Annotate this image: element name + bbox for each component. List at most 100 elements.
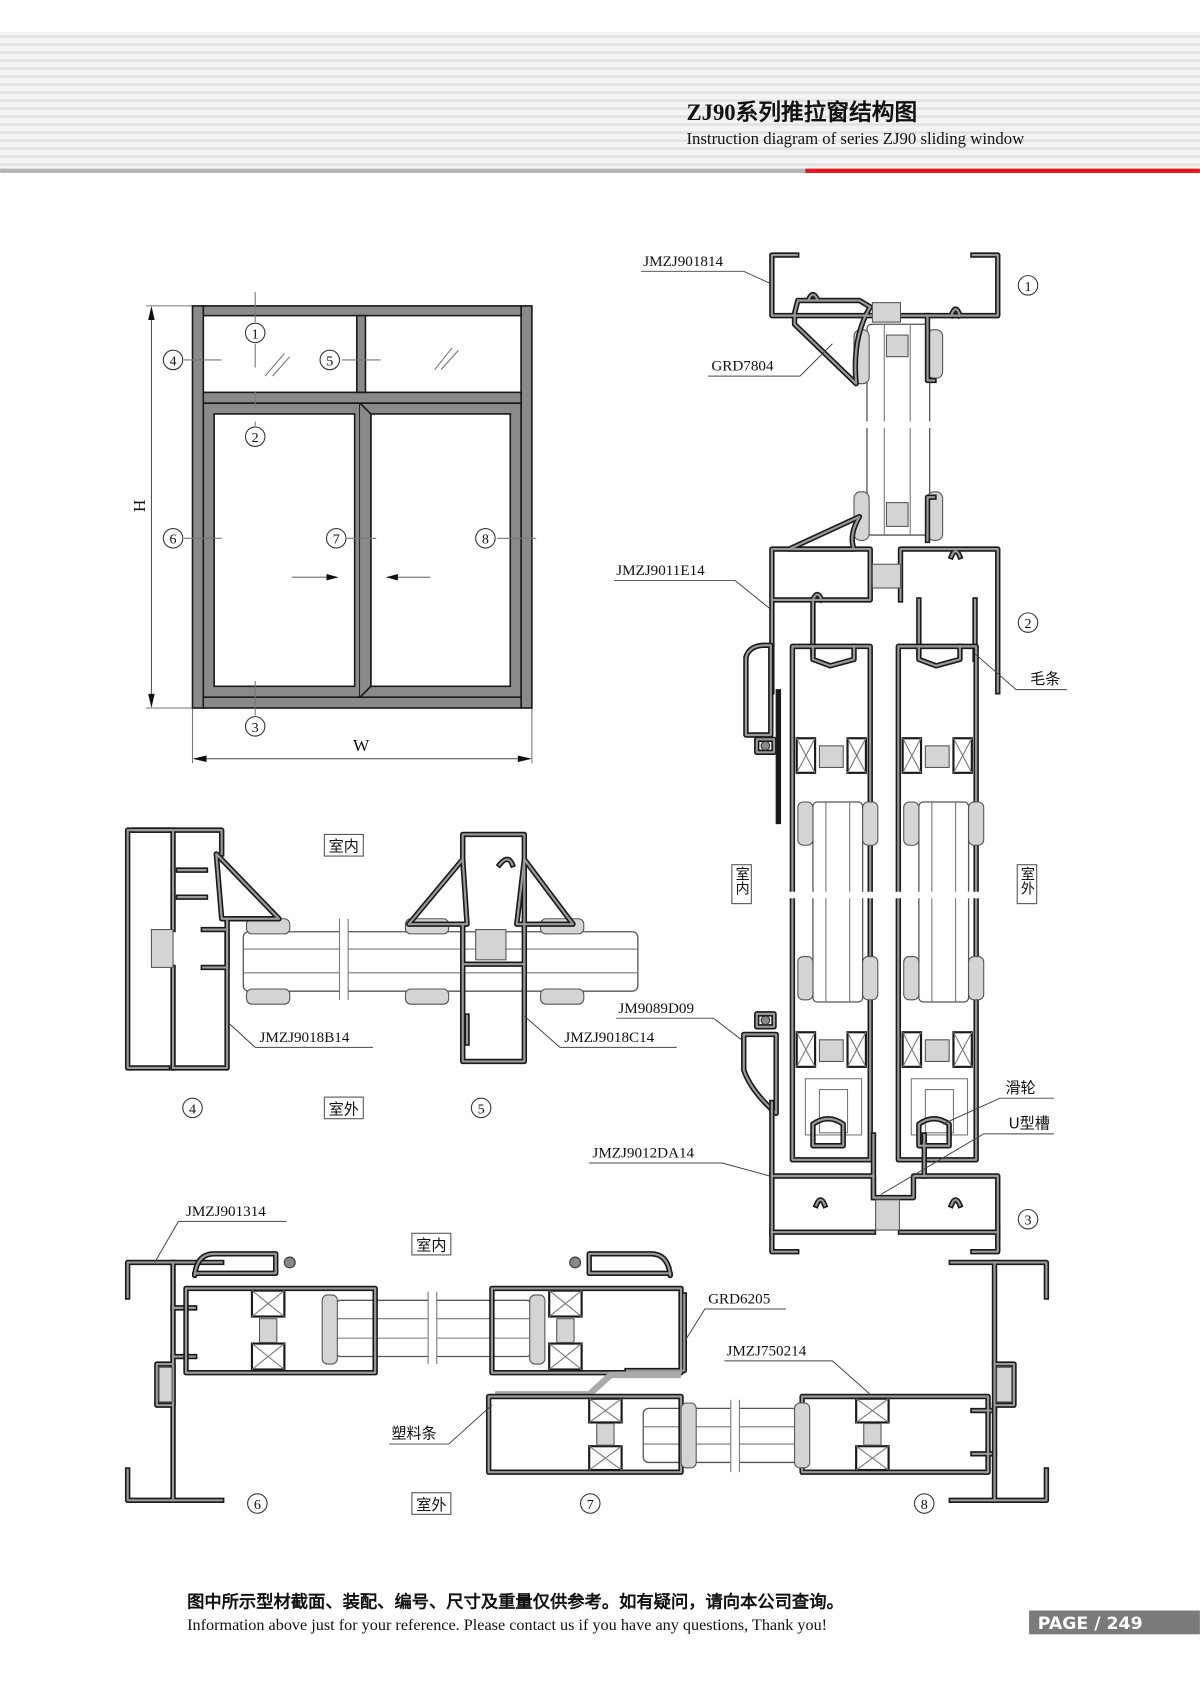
svg-text:8: 8 [921, 1497, 928, 1513]
glass-pane [242, 931, 639, 992]
callout-pulley: 滑轮 [942, 1079, 1054, 1125]
elevation-number-2: 2 [244, 426, 266, 447]
svg-text:GRD7804: GRD7804 [711, 359, 774, 375]
left-sash [202, 402, 361, 698]
section-number-6: 6 [247, 1493, 268, 1514]
svg-text:JMZJ9018C14: JMZJ9018C14 [564, 1030, 654, 1046]
svg-text:JMZJ9018B14: JMZJ9018B14 [260, 1030, 350, 1046]
indoor-label-vertical: 室内 [731, 864, 752, 905]
svg-text:2: 2 [1025, 616, 1032, 632]
callout-jmzj750214: JMZJ750214 [724, 1343, 871, 1395]
page-number-badge [1029, 1610, 1200, 1635]
frame-profile-6 [124, 1259, 225, 1503]
frame-profile-8 [948, 1259, 1050, 1503]
frame-profile-4 [124, 827, 282, 1071]
outdoor-label-bottom: 室外 [411, 1492, 452, 1515]
svg-text:室内: 室内 [416, 1237, 446, 1255]
elevation-number-5: 5 [319, 349, 341, 371]
right-sash-profile [895, 643, 979, 1163]
header-rule-gray [0, 168, 806, 173]
svg-text:JMZJ901314: JMZJ901314 [186, 1204, 266, 1220]
svg-text:2: 2 [252, 430, 259, 446]
indoor-label-bottom: 室内 [411, 1232, 452, 1256]
sash-profile-7-interior [489, 1251, 688, 1376]
left-sash-profile [789, 643, 873, 1163]
callout-u-channel: U型槽 [880, 1114, 1054, 1195]
elevation-number-1: 1 [244, 322, 266, 344]
svg-text:1: 1 [252, 326, 259, 342]
frame-left [191, 305, 205, 709]
callout-jmzj901314: JMZJ901314 [154, 1204, 287, 1263]
svg-text:室外: 室外 [329, 1100, 359, 1118]
svg-text:1: 1 [1025, 279, 1032, 295]
indoor-label-mid: 室内 [323, 833, 364, 857]
glass-hatch-icon [264, 347, 459, 377]
horizontal-section-4-5 [124, 827, 639, 1071]
arrow-down-icon [148, 693, 155, 708]
frame-bottom-profile [769, 1099, 1001, 1255]
svg-text:毛条: 毛条 [1030, 670, 1060, 688]
svg-text:滑轮: 滑轮 [1005, 1079, 1035, 1097]
sash-profile-6-interior [183, 1251, 378, 1376]
header-stripe-background [0, 32, 1200, 172]
svg-text:3: 3 [1025, 1213, 1032, 1229]
svg-text:JMZJ9012DA14: JMZJ9012DA14 [592, 1146, 694, 1162]
svg-text:GRD6205: GRD6205 [708, 1292, 770, 1308]
section-number-2: 2 [1017, 612, 1039, 633]
right-sash [359, 402, 522, 698]
mullion-profile-5 [405, 831, 576, 1065]
callout-grd6205: GRD6205 [684, 1292, 786, 1341]
svg-text:5: 5 [326, 353, 333, 369]
callout-jmzj9018b14: JMZJ9018B14 [228, 1023, 374, 1048]
arrow-left-icon [192, 755, 207, 763]
frame-bottom [202, 696, 522, 709]
frame-top [202, 305, 522, 317]
interlock-handle-upper [743, 642, 777, 756]
svg-text:室外: 室外 [416, 1496, 446, 1514]
elevation-number-4: 4 [162, 349, 184, 371]
page-title-en: Instruction diagram of series ZJ90 slidi… [686, 129, 1025, 148]
sash-profile-8 [799, 1393, 998, 1475]
interlock-handle-lower [741, 1011, 779, 1117]
indoor-vertical-text: 室内 [734, 866, 750, 896]
arrow-right-icon [517, 755, 532, 763]
arrow-up-icon [148, 305, 155, 320]
svg-text:室内: 室内 [329, 838, 359, 856]
svg-text:JMZJ750214: JMZJ750214 [726, 1343, 806, 1359]
footer-note-cn: 图中所示型材截面、装配、编号、尺寸及重量仅供参考。如有疑问，请向本公司查询。 [187, 1591, 844, 1612]
callout-jm9089d09: JM9089D09 [616, 1001, 742, 1041]
footer-note-en: Information above just for your referenc… [187, 1616, 827, 1634]
transom [202, 391, 522, 404]
elevation-number-3: 3 [244, 716, 266, 737]
svg-text:8: 8 [482, 532, 489, 548]
svg-text:JMZJ901814: JMZJ901814 [643, 254, 723, 270]
svg-text:4: 4 [189, 1101, 196, 1117]
section-number-3: 3 [1017, 1208, 1039, 1230]
callout-jmzj9018c14: JMZJ9018C14 [524, 1015, 677, 1048]
callout-jmzj901814: JMZJ901814 [641, 254, 770, 284]
plastic-strip [495, 1371, 682, 1398]
elevation-number-8: 8 [475, 528, 496, 549]
page-title-cn: ZJ90系列推拉窗结构图 [686, 99, 917, 125]
section-number-1: 1 [1017, 275, 1039, 296]
svg-text:4: 4 [170, 353, 177, 369]
svg-text:塑料条: 塑料条 [391, 1425, 436, 1443]
slide-right-arrow-icon [326, 573, 339, 581]
section-number-4: 4 [182, 1097, 203, 1119]
pulley-icon [804, 1078, 969, 1136]
callout-plastic-strip: 塑料条 [389, 1404, 493, 1445]
header-rule-red [805, 168, 1200, 173]
svg-text:U型槽: U型槽 [1009, 1114, 1050, 1132]
glass-pane [866, 323, 931, 536]
outdoor-vertical-text: 室外 [1019, 866, 1035, 895]
section-number-7: 7 [580, 1493, 601, 1514]
window-elevation: H W [130, 291, 537, 764]
callout-brush-strip: 毛条 [974, 653, 1067, 691]
top-mullion [355, 314, 367, 394]
callout-jmzj9012da14: JMZJ9012DA14 [589, 1146, 770, 1177]
section-number-5: 5 [470, 1097, 492, 1119]
outdoor-label-mid: 室外 [323, 1096, 364, 1120]
svg-text:JM9089D09: JM9089D09 [618, 1001, 694, 1017]
svg-text:7: 7 [333, 532, 340, 548]
